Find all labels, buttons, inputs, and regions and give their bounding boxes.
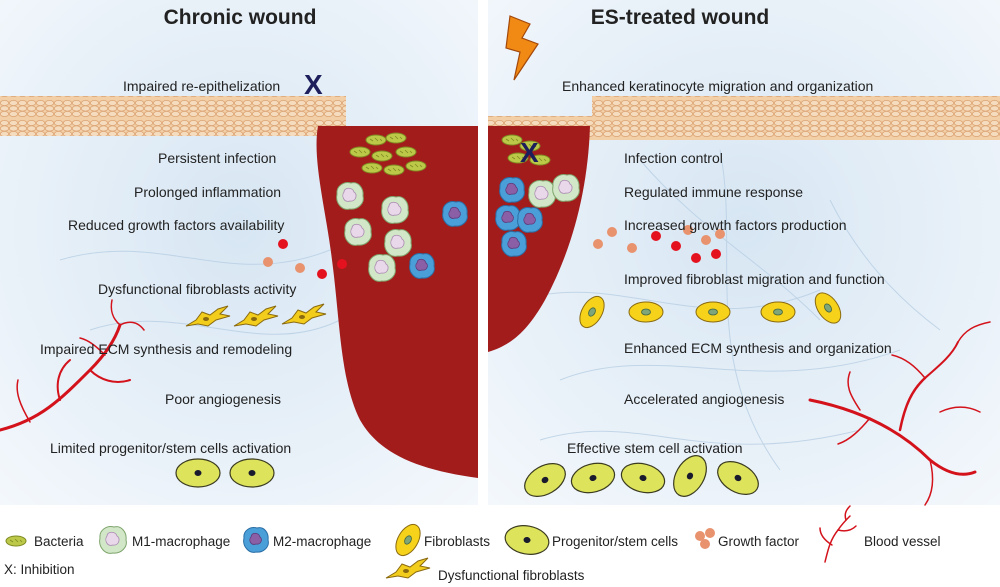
left-growth-factors [263,239,347,279]
right-label-1: Infection control [624,150,723,166]
left-label-4: Dysfunctional fibroblasts activity [98,281,296,297]
right-blood-vessel [808,321,991,506]
left-label-2: Prolonged inflammation [134,184,281,200]
legend-growth-factor-label: Growth factor [718,534,800,549]
inhibition-mark-epithelization: X [304,69,323,100]
left-label-6: Poor angiogenesis [165,391,281,407]
legend-growth-factor-icon [695,528,715,549]
right-label-3: Increased growth factors production [624,217,847,233]
legend-inhibition-label: X: Inhibition [4,562,75,577]
legend-blood-vessel-label: Blood vessel [864,534,941,549]
left-labels: Impaired re-epithelization Persistent in… [40,78,296,456]
inhibition-mark-infection: X [520,137,539,168]
legend-m1-icon [99,526,127,554]
right-growth-factors [593,225,725,263]
legend-m1-label: M1-macrophage [132,534,230,549]
left-blood-vessel [0,299,145,432]
left-label-1: Persistent infection [158,150,276,166]
right-labels: Enhanced keratinocyte migration and orga… [562,78,892,456]
right-label-0: Enhanced keratinocyte migration and orga… [562,78,873,94]
left-title: Chronic wound [164,6,317,29]
right-label-4: Improved fibroblast migration and functi… [624,271,885,287]
right-background [488,0,1000,505]
legend-bacteria-label: Bacteria [34,534,84,549]
left-label-0: Impaired re-epithelization [123,78,280,94]
right-label-2: Regulated immune response [624,184,803,200]
legend-blood-vessel-icon [819,505,857,563]
legend-stem-cell-icon [502,521,552,559]
right-label-7: Effective stem cell activation [567,440,743,456]
legend-progenitor-label: Progenitor/stem cells [552,534,678,549]
left-label-5: Impaired ECM synthesis and remodeling [40,341,292,357]
legend-fibroblast-icon [390,519,426,561]
legend-m2-label: M2-macrophage [273,534,371,549]
ecm-fibers [59,149,941,471]
right-label-6: Accelerated angiogenesis [624,391,784,407]
right-label-5: Enhanced ECM synthesis and organization [624,340,892,356]
lightning-icon [505,15,539,81]
left-label-7: Limited progenitor/stem cells activation [50,440,291,456]
legend: Bacteria M1-macrophage M2-macrophage Fib… [4,505,941,583]
legend-m2-icon [243,527,269,553]
right-epidermis [488,96,1000,140]
legend-dysfunctional-label: Dysfunctional fibroblasts [438,568,585,583]
legend-dysfunctional-fibroblast-icon [385,557,431,579]
right-title: ES-treated wound [591,6,770,29]
legend-bacteria-icon [5,535,27,547]
left-wound-bed [316,126,478,478]
left-epidermis [0,96,346,136]
left-label-3: Reduced growth factors availability [68,217,284,233]
legend-fibroblasts-label: Fibroblasts [424,534,490,549]
